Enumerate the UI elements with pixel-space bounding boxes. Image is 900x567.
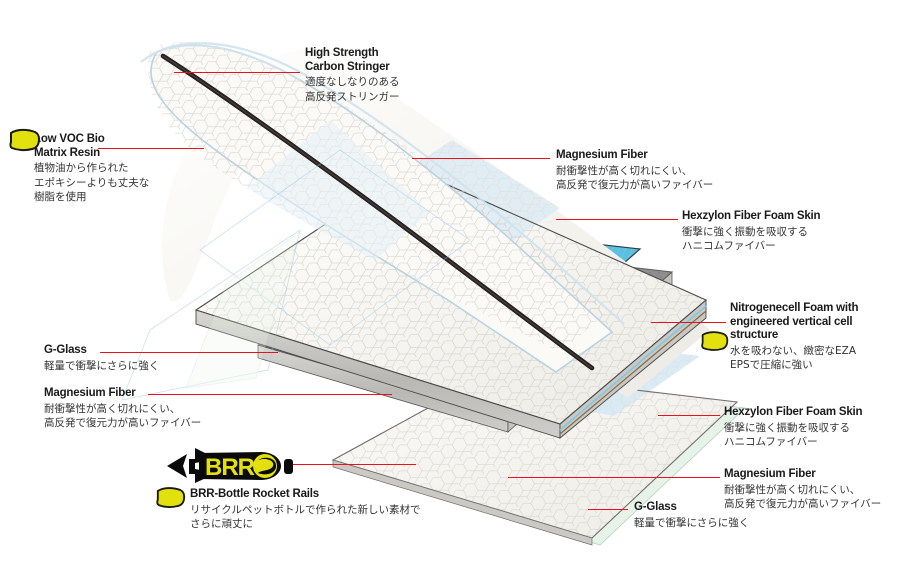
leader-low-voc-resin [98, 148, 204, 149]
callout-description: 軽量で衝撃にさらに強く [634, 516, 750, 529]
callout-description: 耐衝撃性が高く切れにくい、 高反発で復元力が高いファイバー [724, 483, 882, 511]
leader-brr-rails [290, 464, 416, 465]
callout-description: 衝撃に強く振動を吸収する ハニコムファイバー [724, 421, 850, 449]
leader-g-glass-bottom [588, 509, 628, 510]
callout-magnesium-fiber-bottom: Magnesium Fiber 耐衝撃性が高く切れにくい、 高反発で復元力が高い… [724, 468, 881, 512]
callout-low-voc-bio-matrix-resin: Low VOC Bio Matrix Resin 植物油から作られた エポキシー… [34, 133, 149, 205]
callout-title: Magnesium Fiber [556, 149, 648, 161]
callout-hexzylon-fiber-foam-skin-bottom: Hexzylon Fiber Foam Skin 衝撃に強く振動を吸収する ハニ… [724, 406, 863, 450]
callout-title: High Strength Carbon Stringer [305, 47, 390, 73]
callout-nitrogenecell-foam: Nitrogenecell Foam with engineered verti… [730, 302, 859, 373]
callout-description: 衝撃に強く振動を吸収する ハニコムファイバー [682, 225, 808, 253]
eco-flag-icon [9, 128, 40, 152]
callout-description: 適度なしなりのある 高反発ストリンガー [305, 76, 400, 103]
svg-text:BRR: BRR [205, 454, 255, 481]
callout-brr-bottle-rocket-rails: BRR-Bottle Rocket Rails リサイクルペットボトルで作られた… [190, 488, 420, 532]
leader-magnesium-fiber-left [148, 394, 392, 395]
leader-carbon-stringer [174, 72, 300, 73]
callout-title: Hexzylon Fiber Foam Skin [682, 210, 821, 222]
leader-hexzylon-bottom [658, 415, 720, 416]
callout-title: Nitrogenecell Foam with engineered verti… [730, 302, 859, 341]
leader-hexzylon-top [556, 219, 678, 220]
callout-magnesium-fiber-left: Magnesium Fiber 耐衝撃性が高く切れにくい、 高反発で復元力が高い… [44, 387, 201, 431]
callout-description: 耐衝撃性が高く切れにくい、 高反発で復元力が高いファイバー [44, 402, 202, 430]
callout-description: 水を吸わない、緻密なEZA EPSで圧縮に強い [730, 344, 857, 372]
callout-title: G-Glass [634, 501, 677, 513]
callout-title: Hexzylon Fiber Foam Skin [724, 406, 863, 418]
callout-title: Magnesium Fiber [44, 387, 136, 399]
callout-description: リサイクルペットボトルで作られた新しい素材で さらに頑丈に [190, 503, 421, 531]
leader-g-glass-left [100, 352, 278, 353]
leader-nitrogenecell [651, 322, 726, 323]
callout-title: BRR-Bottle Rocket Rails [190, 488, 319, 500]
callout-description: 耐衝撃性が高く切れにくい、 高反発で復元力が高いファイバー [556, 164, 714, 192]
callout-g-glass-left: G-Glass 軽量で衝撃にさらに強く [44, 344, 159, 373]
callout-title: Magnesium Fiber [724, 468, 816, 480]
callout-description: 軽量で衝撃にさらに強く [44, 359, 160, 372]
eco-flag-icon [156, 487, 186, 508]
callout-hexzylon-fiber-foam-skin-top: Hexzylon Fiber Foam Skin 衝撃に強く振動を吸収する ハニ… [682, 210, 821, 254]
leader-magnesium-fiber-top [412, 158, 550, 159]
callout-carbon-stringer: High Strength Carbon Stringer 適度なしなりのある … [305, 47, 400, 104]
leader-magnesium-fiber-bottom [508, 477, 720, 478]
brr-rocket-logo: BRR [167, 448, 293, 483]
callout-g-glass-bottom: G-Glass 軽量で衝撃にさらに強く [634, 501, 749, 530]
ghost-laminate-outlines [121, 149, 471, 401]
callout-title: Low VOC Bio Matrix Resin [34, 133, 105, 159]
callout-description: 植物油から作られた エポキシーよりも丈夫な 樹脂を使用 [34, 162, 150, 203]
callout-title: G-Glass [44, 344, 87, 356]
callout-magnesium-fiber-top: Magnesium Fiber 耐衝撃性が高く切れにくい、 高反発で復元力が高い… [556, 149, 713, 193]
eco-flag-icon [701, 331, 729, 351]
